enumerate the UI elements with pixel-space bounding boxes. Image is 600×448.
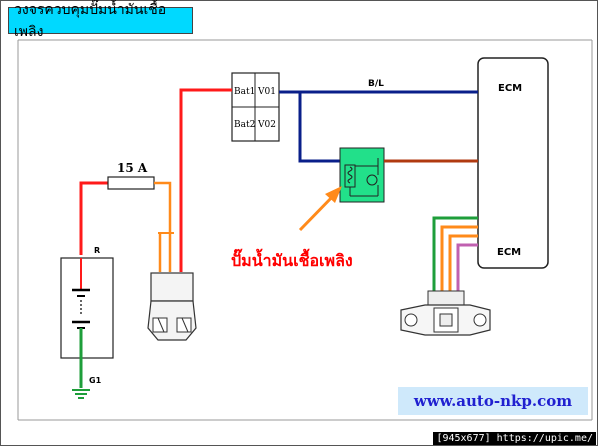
ecm-block bbox=[477, 57, 549, 269]
sensor-connector bbox=[400, 290, 491, 336]
pink-wire-sensor bbox=[456, 243, 478, 292]
orange-wire-sensor bbox=[440, 225, 478, 292]
ecu-bat1: Bat1 bbox=[234, 87, 255, 97]
pointer-arrow-icon bbox=[298, 186, 342, 232]
ground-label: G1 bbox=[89, 376, 102, 385]
ecu-v01: V01 bbox=[257, 87, 276, 97]
green-wire-sensor bbox=[432, 216, 478, 292]
fuel-pump-relay bbox=[339, 147, 385, 203]
ecu-bat2: Bat2 bbox=[234, 120, 255, 130]
orange-wire-fuse bbox=[154, 181, 172, 272]
battery-box bbox=[60, 257, 114, 359]
ignition-connector bbox=[147, 272, 197, 341]
ground-icon bbox=[72, 389, 90, 399]
fuse-label: 15 A bbox=[117, 161, 148, 175]
red-wire-battery bbox=[79, 181, 108, 255]
pump-label: ปั๊มน้ำมันเชื้อเพลิง bbox=[231, 248, 353, 270]
website-link[interactable]: www.auto-nkp.com bbox=[413, 392, 573, 410]
orange-wire-sensor-2 bbox=[448, 234, 478, 292]
wire-label: B/L bbox=[368, 79, 384, 89]
ecm-label: ECM bbox=[498, 83, 522, 94]
navy-wire-pump bbox=[298, 92, 340, 163]
title-text: วงจรควบคุมปั๊มน้ำมันเชื้อเพลิง bbox=[14, 1, 167, 40]
fuse bbox=[107, 176, 155, 190]
image-footer: [945x677] https://upic.me/ bbox=[433, 432, 596, 445]
battery-pos-label: R bbox=[94, 246, 100, 255]
ecm-label-bottom: ECM bbox=[497, 247, 521, 258]
website-banner[interactable]: www.auto-nkp.com bbox=[398, 387, 588, 415]
red-wire-bat1 bbox=[179, 88, 232, 272]
footer-text: [945x677] https://upic.me/ bbox=[436, 433, 593, 444]
ecu-v02: V02 bbox=[257, 120, 276, 130]
diagram-title: วงจรควบคุมปั๊มน้ำมันเชื้อเพลิง bbox=[8, 2, 193, 40]
